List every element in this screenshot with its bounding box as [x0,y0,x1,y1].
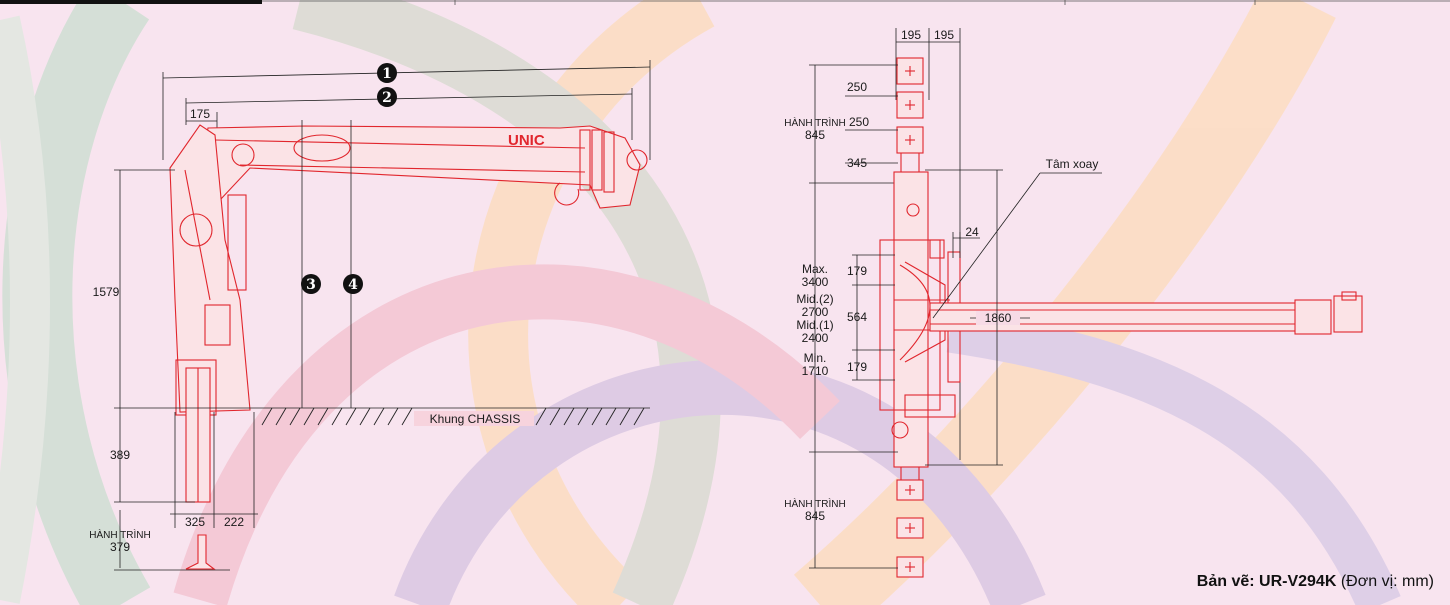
svg-text:Mid.(1): Mid.(1) [796,318,833,332]
side-stroke-value: 379 [110,540,130,554]
lower-outrigger [896,467,924,578]
svg-text:2700: 2700 [802,305,829,319]
dim-1860: 1860 [985,311,1012,325]
dim-345: 345 [847,156,867,170]
svg-text:1: 1 [382,66,392,82]
dim-389: 389 [110,448,130,462]
side-stroke-label: HÀNH TRÌNH [89,528,150,541]
crane-base-top [879,171,961,468]
dim-325: 325 [185,515,205,529]
dim-564: 564 [847,310,867,324]
bottom-stroke-label: HÀNH TRÌNH [784,497,845,510]
dim-1579: 1579 [93,285,120,299]
pivot-label: Tâm xoay [1046,157,1099,171]
svg-text:Min.: Min. [804,351,827,365]
upper-outrigger [896,57,924,175]
column [169,124,251,416]
drawing-title: Bản vẽ: UR-V294K [1196,573,1337,590]
dim-195a: 195 [901,28,921,42]
badge-4: 4 [343,274,363,294]
svg-text:Max.: Max. [802,262,828,276]
top-border [0,0,1450,5]
svg-text:2400: 2400 [802,331,829,345]
chassis-hatch [261,407,645,426]
badge-1: 1 [377,63,397,83]
chassis-label: Khung CHASSIS [430,412,521,426]
svg-text:Mid.(2): Mid.(2) [796,292,833,306]
dim-24: 24 [965,225,979,239]
bottom-stroke-value: 845 [805,509,825,523]
dim-250a: 250 [847,80,867,94]
dim-222: 222 [224,515,244,529]
svg-text:1710: 1710 [802,364,829,378]
badge-3: 3 [301,274,321,294]
top-view: 195 195 250 250 345 HÀNH TRÌNH 845 [784,28,1363,578]
outrigger-leg [185,367,211,503]
svg-text:3: 3 [306,277,316,293]
svg-text:2: 2 [382,90,392,106]
dim-179b: 179 [847,360,867,374]
top-stroke-value: 845 [805,128,825,142]
drawing-caption: Bản vẽ: UR-V294K (Đơn vị: mm) [1197,573,1434,591]
svg-text:4: 4 [348,277,358,293]
span-labels: Max. 3400 Mid.(2) 2700 Mid.(1) 2400 Min.… [796,262,833,378]
dim-195b: 195 [934,28,954,42]
svg-text:3400: 3400 [802,275,829,289]
dim-175: 175 [190,107,210,121]
drawing-unit: (Đơn vị: mm) [1340,573,1434,590]
boom: UNIC [199,125,648,209]
outrigger-foot [185,534,216,570]
unic-logo: UNIC [508,132,545,149]
dim-179a: 179 [847,264,867,278]
dim-250b: 250 [849,115,869,129]
top-stroke-label: HÀNH TRÌNH [784,116,845,129]
badge-2: 2 [377,87,397,107]
side-view: 1 2 175 UNIC [89,60,651,571]
